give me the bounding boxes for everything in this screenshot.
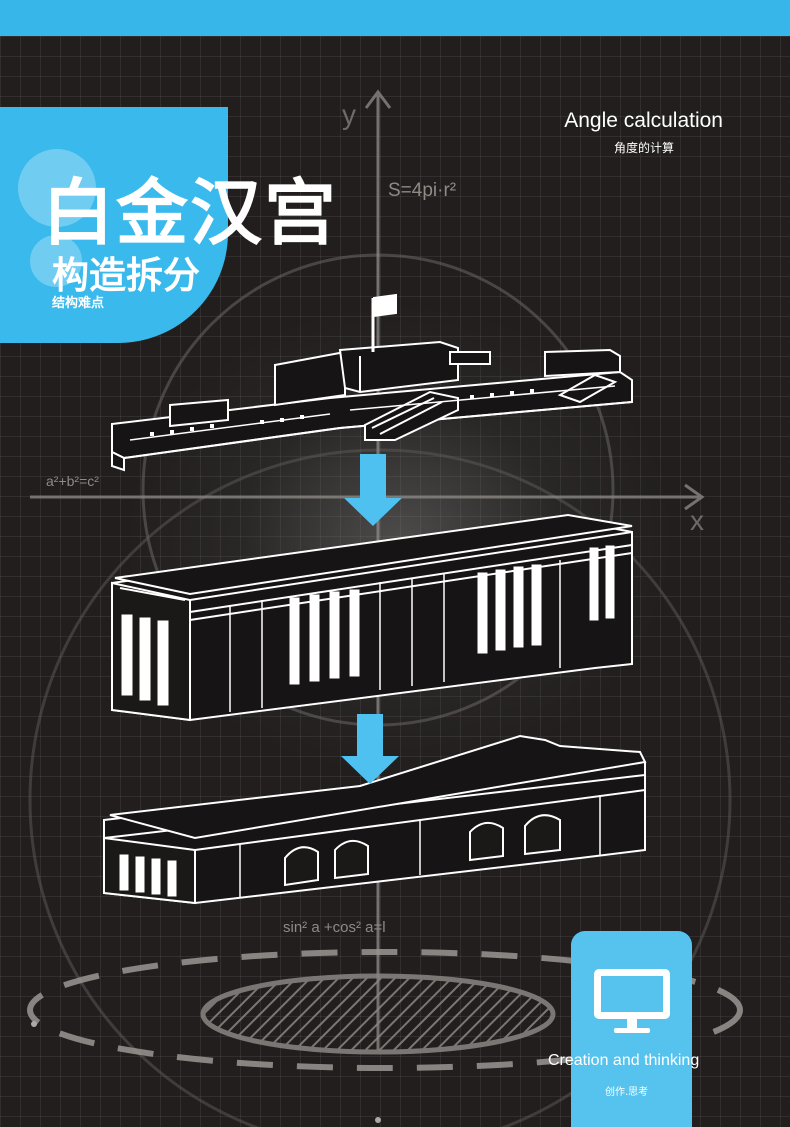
y-axis-label: y: [342, 99, 356, 130]
down-arrow-upper: [344, 454, 402, 526]
monitor-icon: [594, 969, 670, 1033]
creation-label: Creation and thinking: [548, 1052, 700, 1069]
x-axis-label: x: [690, 505, 704, 536]
angle-calculation-cn: 角度的计算: [613, 141, 674, 155]
page-caption: 结构难点: [52, 296, 105, 311]
page-title: 白金汉宫: [42, 171, 339, 255]
title-panel: [0, 107, 228, 343]
page-subtitle: 构造拆分: [52, 254, 200, 297]
formula-trig: sin² a +cos² a=l: [283, 919, 386, 936]
formula-pythagoras: a²+b²=c²: [46, 473, 99, 489]
bubble-small: [30, 235, 82, 287]
model-lower-layer: [103, 734, 647, 905]
hatched-base: [200, 973, 556, 1055]
guide-circle-lower: [28, 448, 732, 1127]
model-roof-layer: [111, 293, 633, 472]
model-middle-layer: [111, 513, 633, 722]
down-arrow-lower: [341, 714, 399, 784]
formula-sphere: S=4pi·r²: [388, 180, 457, 201]
top-bar: [0, 0, 790, 36]
bubble-large: [18, 149, 96, 227]
creation-label-cn: 创作.思考: [605, 1087, 649, 1098]
creation-card: [571, 931, 692, 1127]
dashed-ring: [27, 949, 743, 1071]
angle-calculation-label: Angle calculation: [564, 109, 723, 132]
